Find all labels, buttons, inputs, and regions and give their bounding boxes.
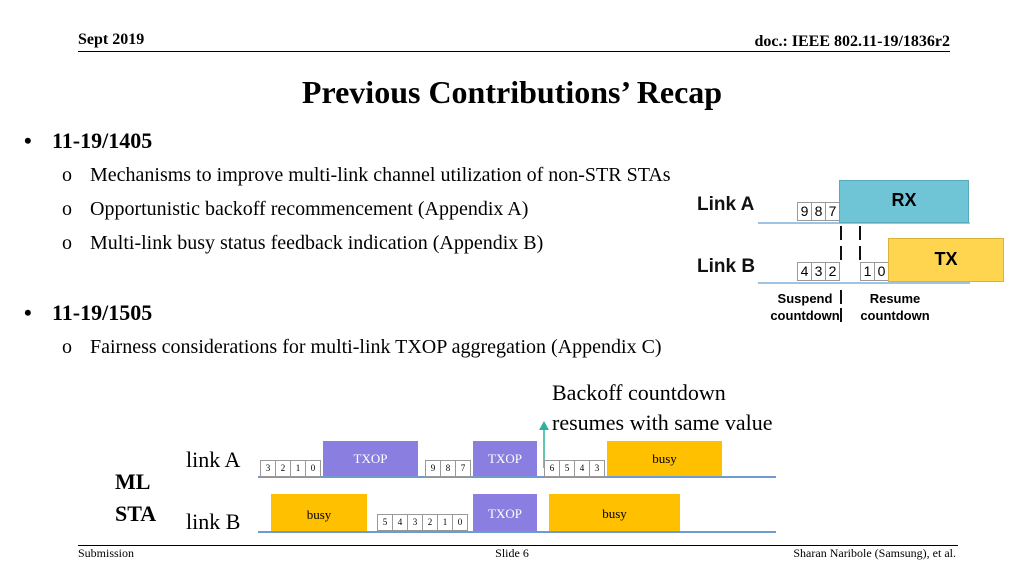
- link-b-countdown: 5 4 3 2 1 0: [377, 514, 468, 531]
- link-a-label-bottom: link A: [186, 447, 241, 472]
- list-item: o Mechanisms to improve multi-link channe…: [62, 164, 671, 187]
- slide-title: Previous Contributions’ Recap: [301, 74, 723, 110]
- sta-line: ML: [115, 469, 151, 494]
- count-cell: 3: [589, 460, 605, 477]
- count-cell: 4: [392, 514, 408, 531]
- footer-slide-number: Slide 6: [495, 546, 529, 560]
- note-line: Backoff countdown: [552, 380, 726, 405]
- count-cell: 8: [811, 202, 826, 221]
- suspend-caption: Suspend countdown: [760, 290, 850, 324]
- count-cell: 9: [797, 202, 812, 221]
- count-cell: 3: [407, 514, 423, 531]
- footer-rule: [78, 545, 958, 546]
- resume-caption: Resume countdown: [850, 290, 940, 324]
- link-a-countdown: 9 8 7: [797, 202, 840, 221]
- right-figure: Link A Link B 9 8 7 RX 4 3 2 1 0 TX Susp…: [690, 170, 1004, 330]
- link-b-countdown-resume: 1 0: [860, 262, 889, 281]
- list-item: o Fairness considerations for multi-link …: [62, 336, 662, 359]
- sub-bullet-icon: o: [62, 336, 72, 358]
- tx-block: TX: [888, 238, 1004, 282]
- separator-dash: [840, 308, 842, 322]
- sub-bullet-icon: o: [62, 198, 72, 220]
- count-cell: 7: [455, 460, 471, 477]
- busy-block: busy: [271, 494, 367, 531]
- count-cell: 2: [275, 460, 291, 477]
- footer-submission: Submission: [78, 546, 135, 560]
- section-1505-label: 11-19/1505: [52, 300, 153, 325]
- count-cell: 7: [825, 202, 840, 221]
- link-b-countdown-suspend: 4 3 2: [797, 262, 840, 281]
- separator-dash: [859, 246, 861, 260]
- count-cell: 5: [377, 514, 393, 531]
- count-cell: 2: [825, 262, 840, 281]
- busy-block: busy: [607, 441, 722, 476]
- link-a-countdown-1: 3 2 1 0: [260, 460, 321, 477]
- header-date: Sept 2019: [78, 31, 145, 48]
- count-cell: 2: [422, 514, 438, 531]
- sta-line: STA: [115, 501, 157, 526]
- bullet-icon: •: [24, 128, 32, 153]
- count-cell: 1: [860, 262, 875, 281]
- busy-block: busy: [549, 494, 680, 531]
- count-cell: 0: [305, 460, 321, 477]
- txop-block: TXOP: [473, 494, 537, 531]
- list-item: o Opportunistic backoff recommencement (A…: [62, 198, 528, 221]
- list-item-text: Mechanisms to improve multi-link channel…: [90, 164, 671, 186]
- count-cell: 6: [544, 460, 560, 477]
- link-a-countdown-3: 6 5 4 3: [544, 460, 605, 477]
- separator-dash: [840, 246, 842, 260]
- separator-dash: [859, 226, 861, 240]
- link-a-timeline: [258, 476, 776, 478]
- count-cell: 3: [260, 460, 276, 477]
- txop-block: TXOP: [323, 441, 418, 476]
- link-a-label: Link A: [697, 194, 755, 215]
- section-1405: • 11-19/1405: [24, 128, 152, 154]
- count-cell: 0: [874, 262, 889, 281]
- count-cell: 9: [425, 460, 441, 477]
- note-line: resumes with same value: [552, 410, 773, 435]
- link-b-label: Link B: [697, 256, 756, 277]
- ml-sta-label: ML STA: [115, 466, 156, 530]
- link-b-line: [758, 282, 970, 284]
- link-a-countdown-2: 9 8 7: [425, 460, 471, 477]
- separator-dash: [840, 290, 842, 304]
- list-item-text: Multi-link busy status feedback indicati…: [90, 232, 544, 254]
- count-cell: 3: [811, 262, 826, 281]
- sub-bullet-icon: o: [62, 164, 72, 186]
- header-rule: [78, 51, 950, 52]
- section-1505: • 11-19/1505: [24, 300, 152, 326]
- footer-author: Sharan Naribole (Samsung), et al.: [793, 546, 956, 560]
- rx-block: RX: [839, 180, 969, 223]
- bullet-icon: •: [24, 300, 32, 325]
- count-cell: 1: [437, 514, 453, 531]
- count-cell: 5: [559, 460, 575, 477]
- header-doc-id: doc.: IEEE 802.11-19/1836r2: [754, 33, 950, 50]
- caption-line: Suspend: [777, 291, 833, 306]
- backoff-note: Backoff countdown resumes with same valu…: [552, 378, 773, 438]
- count-cell: 8: [440, 460, 456, 477]
- caption-line: Resume: [869, 291, 921, 306]
- count-cell: 4: [574, 460, 590, 477]
- count-cell: 0: [452, 514, 468, 531]
- link-b-label-bottom: link B: [186, 509, 241, 534]
- caption-line: countdown: [860, 308, 930, 323]
- list-item-text: Fairness considerations for multi-link T…: [90, 336, 662, 358]
- section-1405-label: 11-19/1405: [52, 128, 153, 153]
- caption-line: countdown: [770, 308, 840, 323]
- txop-block: TXOP: [473, 441, 537, 476]
- sub-bullet-icon: o: [62, 232, 72, 254]
- list-item: o Multi-link busy status feedback indicat…: [62, 232, 543, 255]
- link-b-timeline: [258, 531, 776, 533]
- separator-dash: [840, 226, 842, 240]
- link-a-line: [758, 222, 970, 224]
- list-item-text: Opportunistic backoff recommencement (Ap…: [90, 198, 529, 220]
- count-cell: 4: [797, 262, 812, 281]
- count-cell: 1: [290, 460, 306, 477]
